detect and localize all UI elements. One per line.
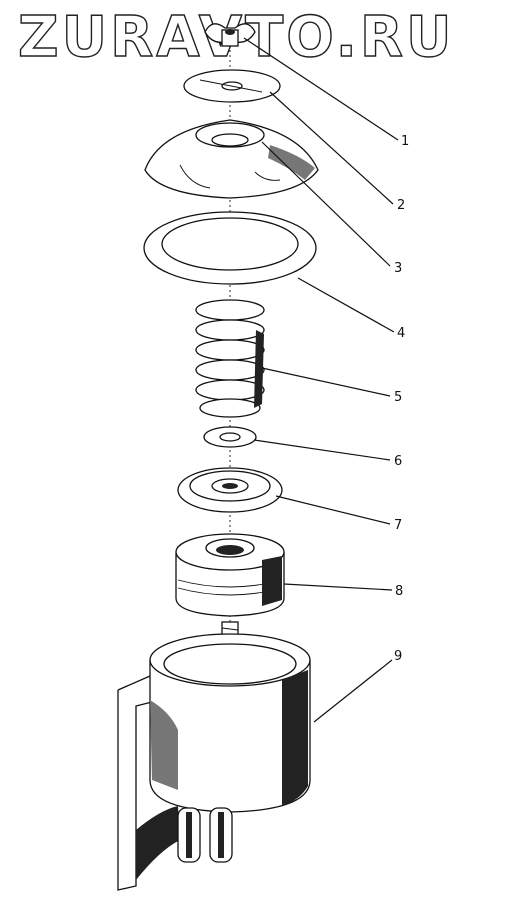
callout-4: 4 [397,326,405,341]
part-6-washer [203,426,257,448]
part-2-washer-plate [183,69,281,103]
part-1-wing-nut [204,23,256,47]
callout-9: 9 [394,649,402,664]
part-7-retainer-disc [177,467,283,513]
part-3-cover-cap [144,119,319,199]
callout-1: 1 [401,134,409,149]
part-8-piston [175,533,285,617]
callout-7: 7 [394,518,402,533]
callout-8: 8 [395,584,403,599]
part-4-gasket [143,211,317,285]
part-5-spring [195,299,265,418]
callout-6: 6 [394,454,402,469]
leader-lines [243,37,399,723]
callout-5: 5 [394,390,402,405]
part-9-housing [117,633,311,891]
callout-2: 2 [397,198,405,213]
callout-3: 3 [394,261,402,276]
